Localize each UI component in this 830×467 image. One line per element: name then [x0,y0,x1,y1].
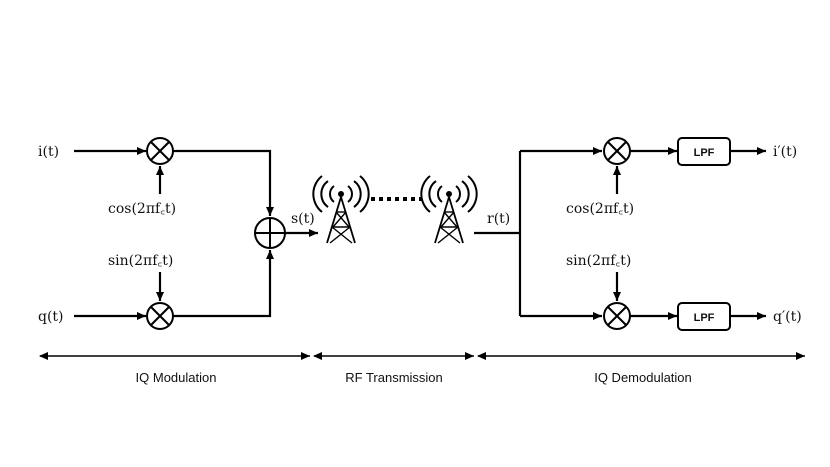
multiplier-icon [603,302,631,330]
label-i-output: i′(t) [773,144,797,160]
multiplier-icon [146,137,174,165]
label-s-output: s(t) [291,211,315,227]
lpf-block-top: LPF [677,137,731,166]
section-label-transmission: RF Transmission [345,370,443,385]
lpf-block-bottom: LPF [677,302,731,331]
label-sin-mod: sin(2πf꜀t) [108,253,173,269]
lpf-label-top: LPF [694,147,715,159]
multiplier-icon [146,302,174,330]
wire-q-branch-to-adder [173,250,274,318]
multiplier-icon [603,137,631,165]
label-r-input: r(t) [487,211,510,227]
label-q-input: q(t) [38,309,64,325]
label-cos-demod: cos(2πf꜀t) [566,201,634,217]
section-label-demodulation: IQ Demodulation [594,370,692,385]
wire-i-branch-to-adder [173,149,274,216]
adder-icon [254,217,286,249]
label-q-output: q′(t) [773,309,802,325]
label-sin-demod: sin(2πf꜀t) [566,253,631,269]
lpf-label-bottom: LPF [694,312,715,324]
antenna-tower-icon [420,175,478,244]
antenna-tower-icon [312,175,370,244]
label-cos-mod: cos(2πf꜀t) [108,201,176,217]
section-label-modulation: IQ Modulation [136,370,217,385]
label-i-input: i(t) [38,144,59,160]
